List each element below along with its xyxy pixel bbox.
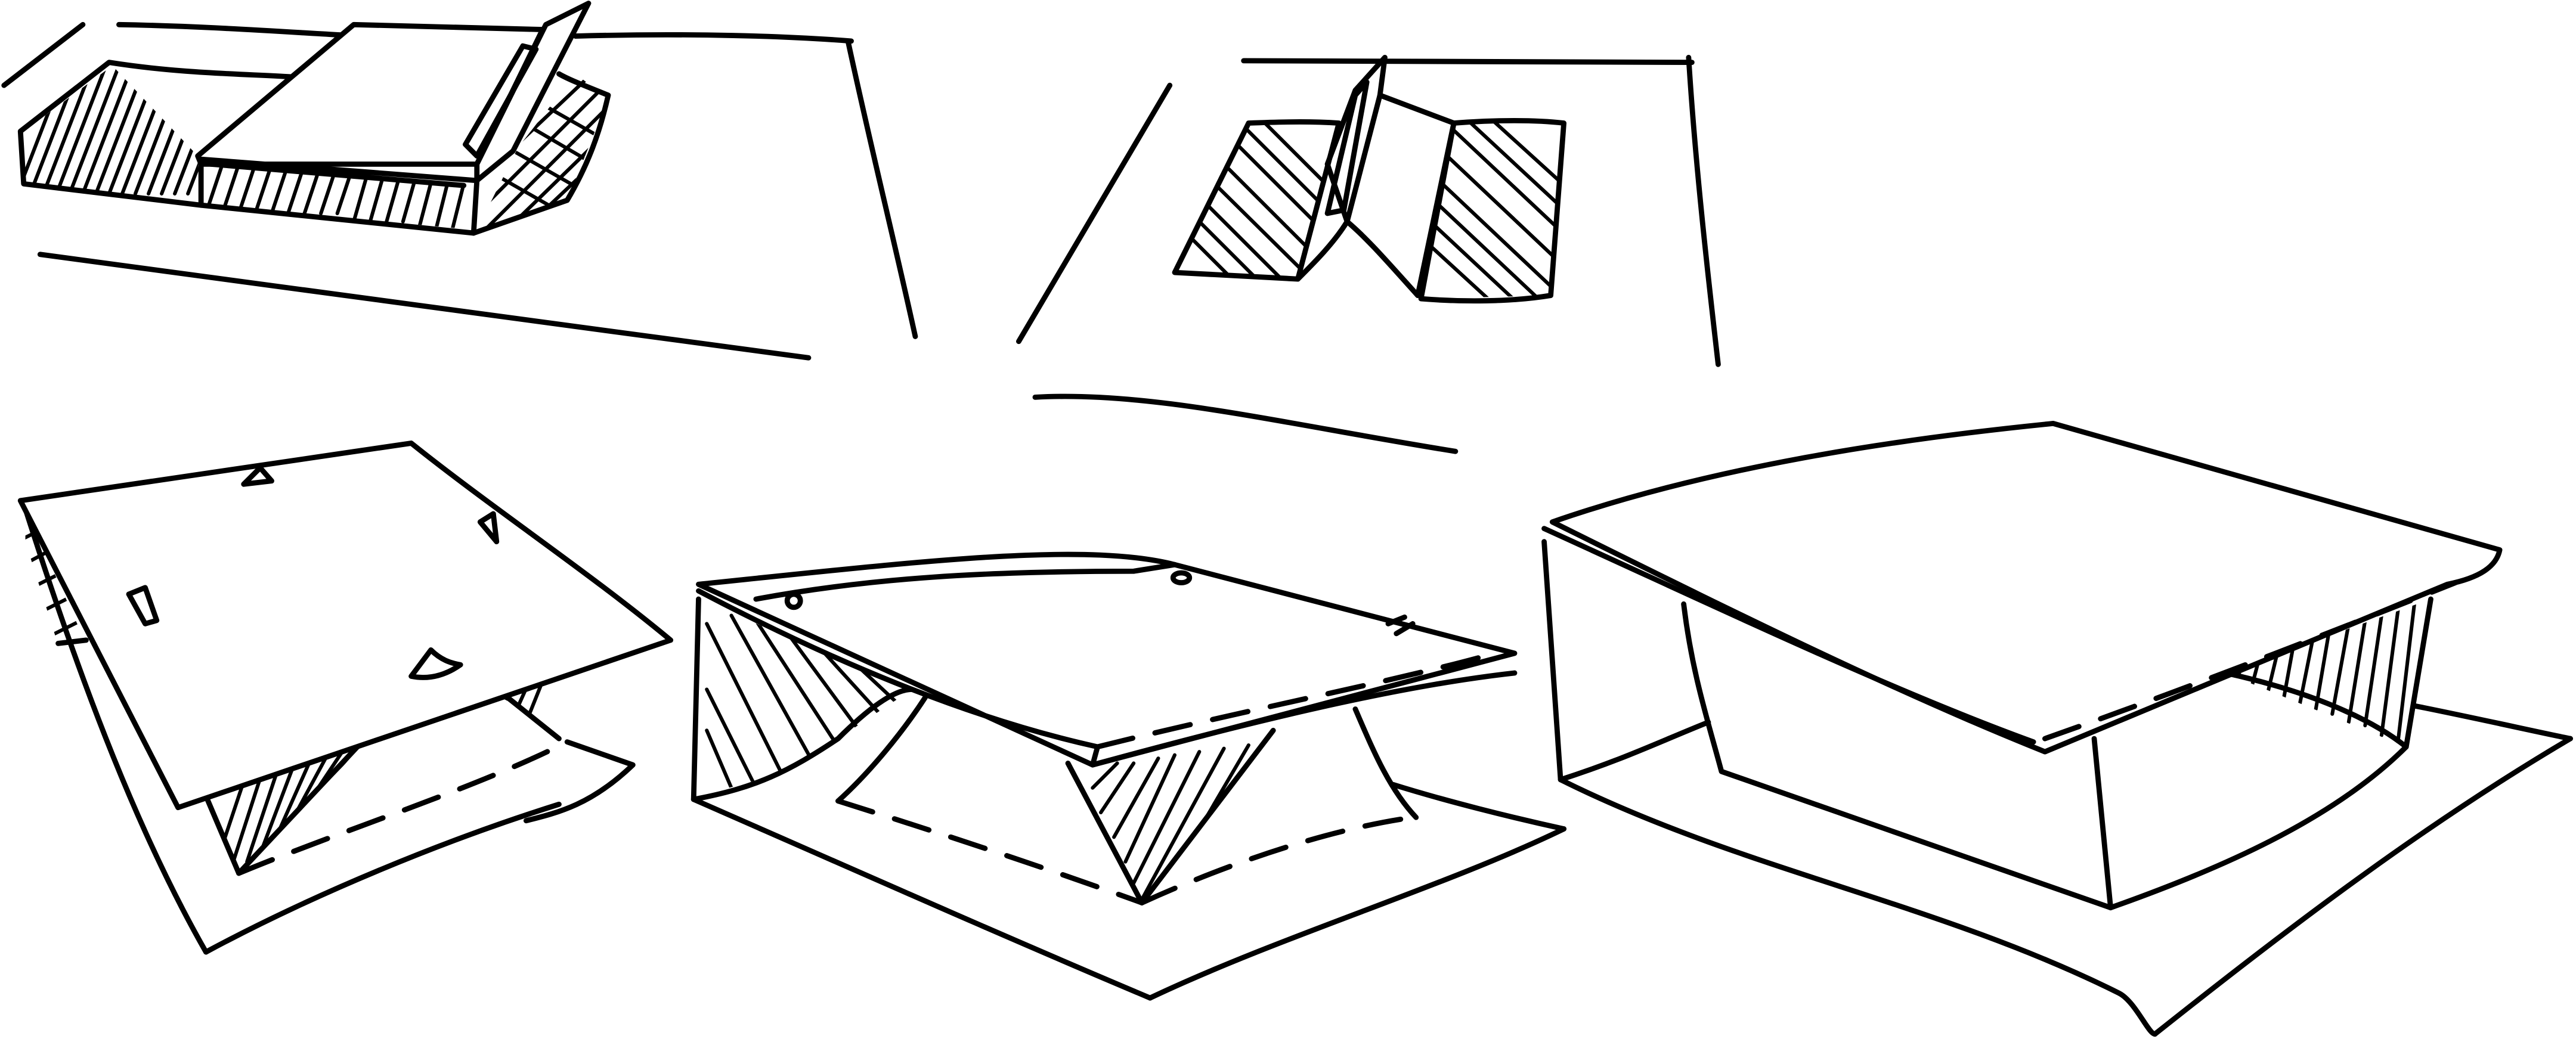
panel-5-base-top-right xyxy=(2414,706,2571,739)
panel-1-table-edge-top xyxy=(119,24,362,36)
panel-3-sheet-left-edge xyxy=(58,640,86,644)
panel-4-step xyxy=(693,554,1563,998)
panel-4-base-right xyxy=(1150,829,1564,998)
panel-1-strip-outline xyxy=(201,159,477,233)
panel-2-table-edge-bottom xyxy=(1035,396,1456,451)
panel-2-step xyxy=(1018,57,1718,451)
panel-1-step xyxy=(4,4,915,358)
panel-1-table-edge-left xyxy=(4,24,83,85)
panel-2-table-edge-right xyxy=(1689,57,1719,364)
panel-3-top-sheet xyxy=(20,443,670,807)
panel-5-top-sheet xyxy=(1552,423,2500,752)
panel-1-table-edge-bottom xyxy=(40,255,809,358)
panel-2-table-edge-top xyxy=(1244,61,1692,63)
panel-5-step xyxy=(1544,423,2571,1034)
panel-1-table-edge-top-right xyxy=(575,35,852,41)
panel-4-top-sheet xyxy=(698,554,1515,765)
panel-4-left-wall-fold xyxy=(838,697,925,801)
panel-2-table-edge-left xyxy=(1018,85,1169,342)
panel-2-center-sheet xyxy=(1347,95,1454,296)
panel-1-table-edge-right xyxy=(848,41,915,337)
panel-4-right-wall xyxy=(1355,709,1416,818)
panel-4-dashed-fold-right xyxy=(1142,817,1413,902)
panel-1-hatch-left xyxy=(17,66,250,194)
panel-4-base-top-right xyxy=(1393,784,1563,829)
panel-3-step xyxy=(17,443,671,952)
panel-2-hatch-left xyxy=(1150,115,1355,296)
panel-5-front-edge xyxy=(2094,739,2406,908)
